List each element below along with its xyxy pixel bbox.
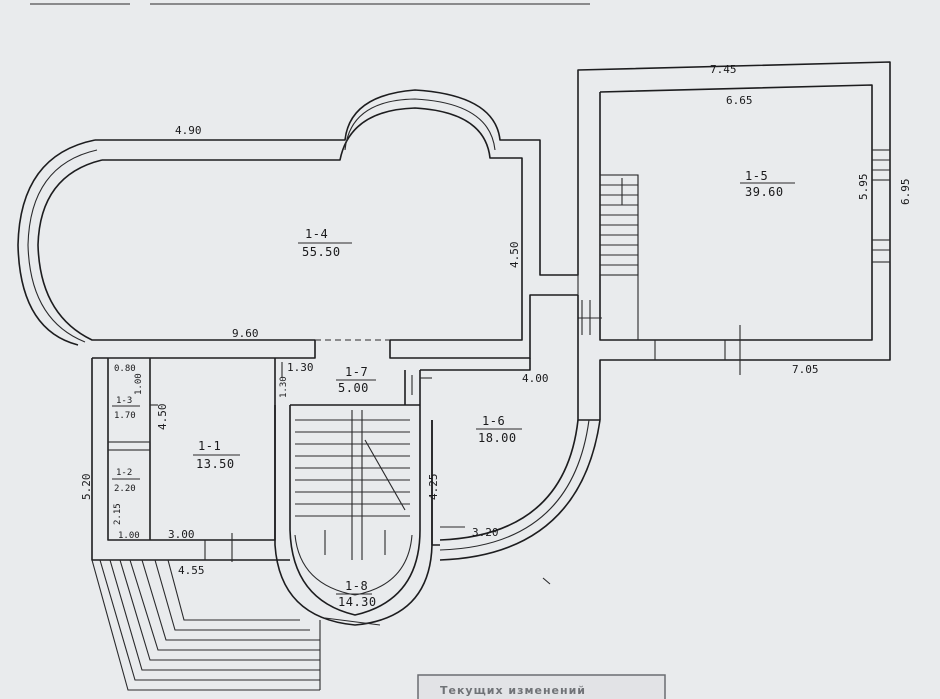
room-1-1-area: 13.50: [196, 457, 235, 471]
room-1-6-id: 1-6: [482, 414, 505, 428]
dim-hall-width: 9.60: [232, 327, 259, 340]
marks: [281, 362, 551, 585]
dim-stairs: 4.55: [178, 564, 205, 577]
room-1-7-area: 5.00: [338, 381, 369, 395]
room-1-3-id: 1-3: [116, 396, 132, 406]
dim-small-room-side: 1.00: [134, 373, 144, 395]
room-labels: 1-4 55.50 1-5 39.60 1-6 18.00 1-1 13.50 …: [112, 169, 795, 609]
room-1-4-walls: [17, 61, 891, 420]
dim-room-1-1-side: 4.50: [156, 404, 169, 431]
room-1-5-walls: [577, 70, 891, 375]
dim-corridor: 1.30: [287, 361, 314, 374]
stamp-text: Текущих изменений: [440, 684, 586, 697]
room-1-5-id: 1-5: [745, 169, 768, 183]
dim-right-inner: 5.95: [857, 174, 870, 201]
dim-left-wall: 5.20: [80, 474, 93, 501]
dim-top-right-outer: 7.45: [710, 63, 737, 76]
dim-room-1-5-bottom: 7.05: [792, 363, 819, 376]
dim-small-room-w: 0.80: [114, 364, 136, 374]
lower-rooms-walls: [91, 295, 601, 691]
dim-right-outer: 6.95: [899, 179, 912, 206]
room-1-8-area: 14.30: [338, 595, 377, 609]
room-1-4-id: 1-4: [305, 227, 328, 241]
room-1-8-id: 1-8: [345, 579, 368, 593]
dim-top-left: 4.90: [175, 124, 202, 137]
room-1-4-area: 55.50: [302, 245, 341, 259]
dim-bottom-small: 1.00: [118, 531, 140, 541]
dim-room-1-6-side: 4.25: [427, 474, 440, 501]
room-1-2-area: 2.20: [114, 484, 136, 494]
room-1-3-area: 1.70: [114, 411, 136, 421]
dim-corridor-v: 1.30: [279, 376, 289, 398]
dimension-labels: 4.90 7.45 6.65 9.60 1.30 4.00 7.05 3.20 …: [80, 63, 912, 577]
room-1-6-area: 18.00: [478, 431, 517, 445]
dim-hall-height: 4.50: [508, 242, 521, 269]
room-1-2-id: 1-2: [116, 468, 132, 478]
stamp: Текущих изменений: [417, 674, 666, 699]
room-1-1-id: 1-1: [198, 439, 221, 453]
room-1-5-area: 39.60: [745, 185, 784, 199]
dim-small-room-h: 2.15: [113, 503, 123, 525]
dim-top-right-inner: 6.65: [726, 94, 753, 107]
dim-room-1-6-top: 4.00: [522, 372, 549, 385]
dim-room-1-6-bottom: 3.20: [472, 526, 499, 539]
dim-room-1-1-bottom: 3.00: [168, 528, 195, 541]
room-1-7-id: 1-7: [345, 365, 368, 379]
